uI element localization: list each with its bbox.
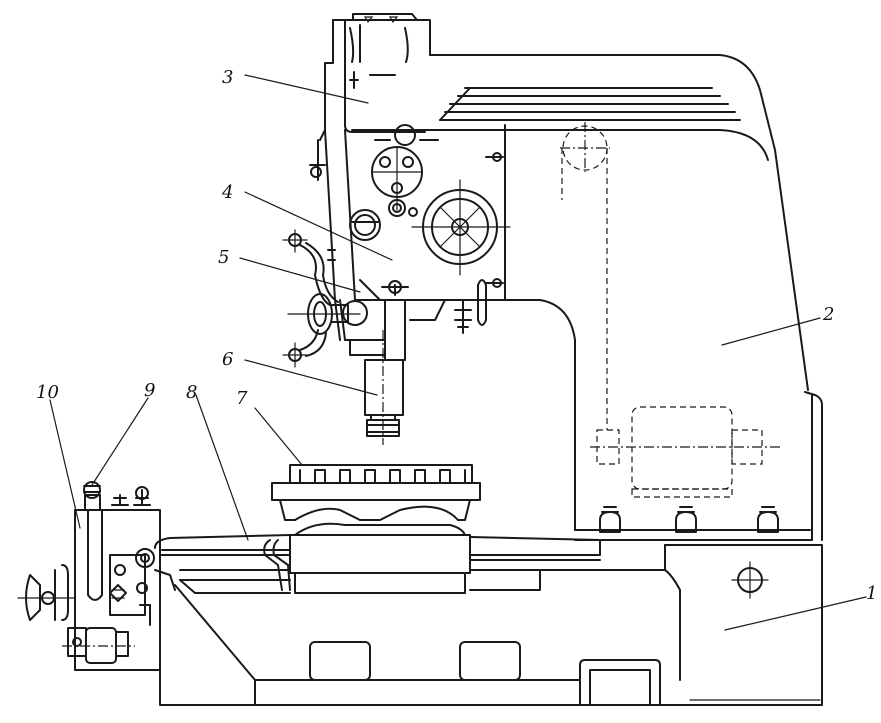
spindle: [339, 299, 446, 445]
leader-3: [244, 74, 369, 104]
leader-8: [195, 394, 249, 541]
label-8: 8: [186, 382, 197, 403]
label-6: 6: [222, 349, 233, 370]
part-labels: 3 4 5 6 7 8 9 10 2 1: [36, 67, 877, 604]
spindle-handwheel: [282, 229, 368, 368]
spindle-head-top: [324, 13, 431, 133]
leader-7: [254, 407, 303, 466]
feed-gearbox: [17, 481, 176, 671]
label-2: 2: [822, 304, 834, 325]
label-10: 10: [36, 382, 59, 403]
label-1: 1: [866, 583, 877, 604]
leader-5: [239, 257, 361, 293]
label-3: 3: [222, 67, 233, 88]
label-4: 4: [221, 182, 233, 203]
leader-2: [721, 317, 821, 346]
label-9: 9: [144, 380, 155, 401]
work-table: [271, 464, 481, 594]
knee-saddle: [154, 534, 666, 594]
leader-1: [724, 596, 867, 631]
machine-column: [429, 29, 813, 541]
label-7: 7: [236, 388, 248, 409]
leader-4: [244, 191, 393, 261]
machine-base: [159, 391, 823, 706]
spindle-head-body: [309, 124, 511, 341]
label-5: 5: [218, 247, 229, 268]
leader-6: [244, 359, 378, 396]
leader-9: [91, 397, 149, 486]
leader-lines: [49, 74, 867, 631]
leader-10: [49, 399, 81, 529]
